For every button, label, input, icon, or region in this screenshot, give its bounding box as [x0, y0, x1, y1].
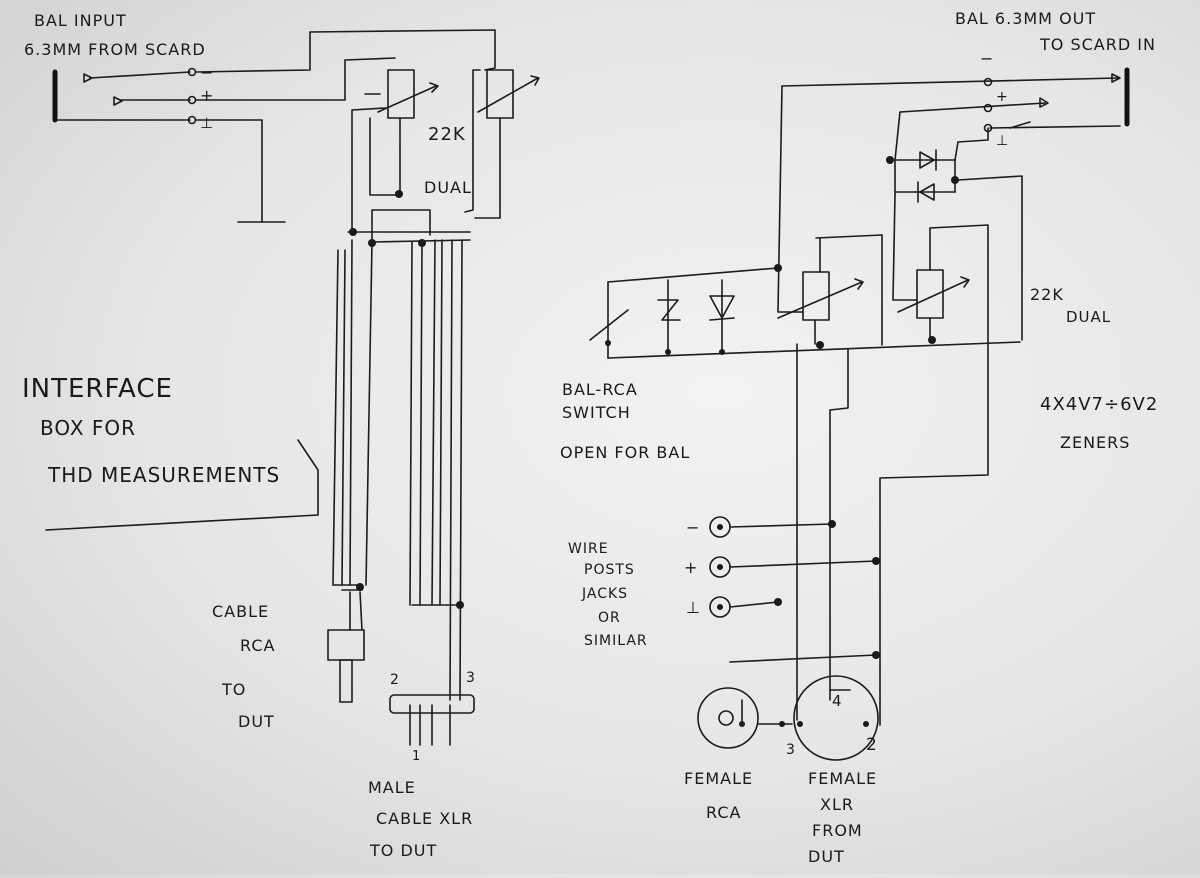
female-xlr-pin-2: 2 [866, 735, 878, 755]
zener-label: ZENERS [1060, 433, 1130, 452]
zener-spec-label: 4x4V7÷6V2 [1040, 394, 1158, 415]
female-xlr-label-2: XLR [820, 795, 854, 814]
bal-out-dest-label: TO SCARD IN [1039, 35, 1156, 54]
switch-label-3: OPEN FOR BAL [560, 443, 690, 462]
cable-rca-label-2: RCA [240, 636, 275, 655]
female-rca-label-2: RCA [706, 803, 741, 822]
title-line-2: BOX FOR [40, 416, 136, 440]
cable-rca-label-1: CABLE [212, 602, 269, 621]
male-xlr-plug [389, 694, 475, 746]
bal-rca-switch [589, 279, 735, 359]
right-pot-type-label: DUAL [1066, 308, 1111, 326]
output-minus-sign: − [980, 49, 994, 68]
post-plus-sign: + [684, 558, 698, 577]
title-underline [45, 439, 319, 531]
title-line-1: INTERFACE [22, 374, 173, 404]
title-line-3: THD MEASUREMENTS [47, 463, 280, 487]
female-xlr-jack [793, 675, 879, 761]
input-plus-sign: + [200, 86, 214, 105]
input-wiring [195, 29, 540, 243]
wire-posts-label-2: POSTS [584, 562, 635, 578]
switch-label-2: SWITCH [562, 403, 631, 422]
cable-rca-plug [327, 591, 365, 703]
bal-output-jack [781, 67, 1130, 133]
output-ground-sign: ⊥ [996, 133, 1009, 149]
male-xlr-pin-3: 3 [466, 670, 476, 686]
left-cable-bundle [332, 239, 463, 701]
post-minus-sign: − [686, 518, 700, 537]
male-xlr-pin-1: 1 [412, 749, 421, 764]
wire-posts-label-4: OR [598, 610, 621, 626]
bal-input-jack [52, 67, 197, 125]
bal-input-source-label: 6.3MM FROM SCARD [24, 40, 206, 59]
output-plus-sign: + [996, 89, 1009, 105]
female-xlr-pin-3: 3 [786, 742, 796, 758]
female-xlr-label-1: FEMALE [808, 769, 877, 788]
female-xlr-pin-4: 4 [832, 692, 843, 710]
male-xlr-label-2: CABLE XLR [376, 809, 473, 828]
right-dual-pot [607, 85, 1021, 726]
right-pot-value-label: 22K [1030, 285, 1064, 304]
female-xlr-label-4: DUT [808, 847, 845, 866]
male-xlr-label-3: TO DUT [369, 841, 437, 860]
cable-rca-label-4: DUT [238, 712, 275, 731]
left-pot-type-label: DUAL [424, 178, 472, 197]
wire-posts-label-5: SIMILAR [584, 633, 648, 649]
female-rca-label-1: FEMALE [684, 769, 753, 788]
input-ground-sign: ⊥ [200, 114, 214, 132]
post-ground-sign: ⊥ [686, 598, 701, 617]
wire-posts-label-1: WIRE [568, 541, 609, 557]
female-xlr-label-3: FROM [812, 821, 863, 840]
bal-out-label: BAL 6.3MM OUT [955, 9, 1096, 28]
cable-rca-label-3: TO [221, 680, 246, 699]
bal-input-label: BAL INPUT [34, 11, 127, 30]
output-zener-clamp [894, 111, 1023, 341]
left-pot-value-label: 22K [428, 124, 466, 145]
male-xlr-pin-2: 2 [390, 672, 400, 688]
female-rca-jack [697, 687, 793, 749]
wire-posts [709, 516, 877, 663]
male-xlr-label-1: MALE [368, 778, 416, 797]
wire-posts-label-3: JACKS [581, 586, 628, 602]
switch-label-1: BAL-RCA [562, 380, 638, 399]
